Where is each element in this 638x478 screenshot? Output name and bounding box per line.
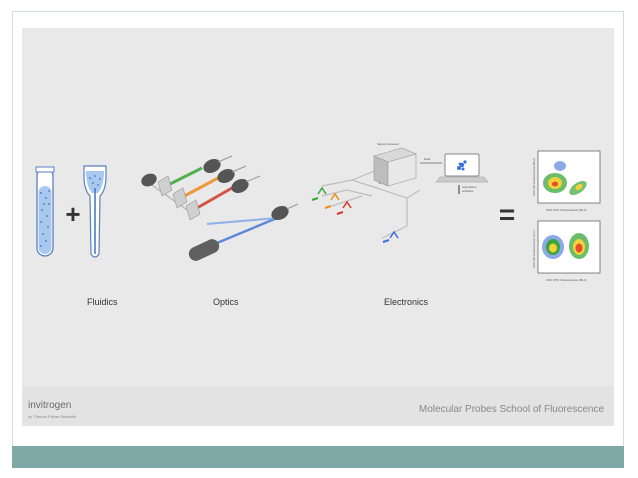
footer-bar — [12, 446, 624, 468]
laser-icon — [188, 239, 220, 261]
school-title: Molecular Probes School of Fluorescence — [418, 404, 604, 415]
fluidics-label: Fluidics — [87, 297, 118, 307]
optics-label: Optics — [213, 297, 239, 307]
dot-plot-bottom: CD4 FITC Fluorescence (BL1) CD8 PE Fluor… — [532, 220, 601, 282]
brand-subtitle: by Thermo Fisher Scientific — [28, 414, 77, 419]
brand-name: invitrogen — [28, 400, 72, 411]
slide: + — [22, 28, 614, 426]
slide-footer-band — [22, 386, 614, 426]
flow-cell-icon — [83, 165, 107, 258]
sample-tube-icon — [35, 166, 55, 257]
bottom-plot-ylabel: CD8 PE Fluorescence (YL1) — [532, 230, 536, 268]
flow-cytometry-diagram: + — [35, 142, 601, 282]
dot-plot-top: CD4 FITC Fluorescence (BL1) CD8 PE Fluor… — [532, 150, 601, 212]
optics-assembly — [141, 155, 299, 261]
equals-operator: = — [499, 199, 515, 230]
top-plot-ylabel: CD8 PE Fluorescence (BL2) — [532, 158, 536, 196]
acquisition-label: Acquisition — [462, 185, 477, 189]
pulse-icon — [311, 180, 399, 243]
software-label: software — [462, 189, 474, 193]
top-plot-xlabel: CD4 FITC Fluorescence (BL1) — [546, 208, 587, 212]
signal-processor-label: Signal processor — [377, 142, 399, 146]
plus-operator: + — [65, 199, 80, 229]
computer-icon: Acquisition software — [435, 153, 489, 194]
detector-icon — [141, 158, 289, 221]
bottom-plot-xlabel: CD4 FITC Fluorescence (BL1) — [546, 278, 587, 282]
electronics-label: Electronics — [384, 297, 429, 307]
data-label: Data — [424, 157, 431, 161]
invitrogen-logo: invitrogen by Thermo Fisher Scientific — [28, 400, 76, 422]
signal-processor-icon: Signal processor — [373, 142, 417, 187]
